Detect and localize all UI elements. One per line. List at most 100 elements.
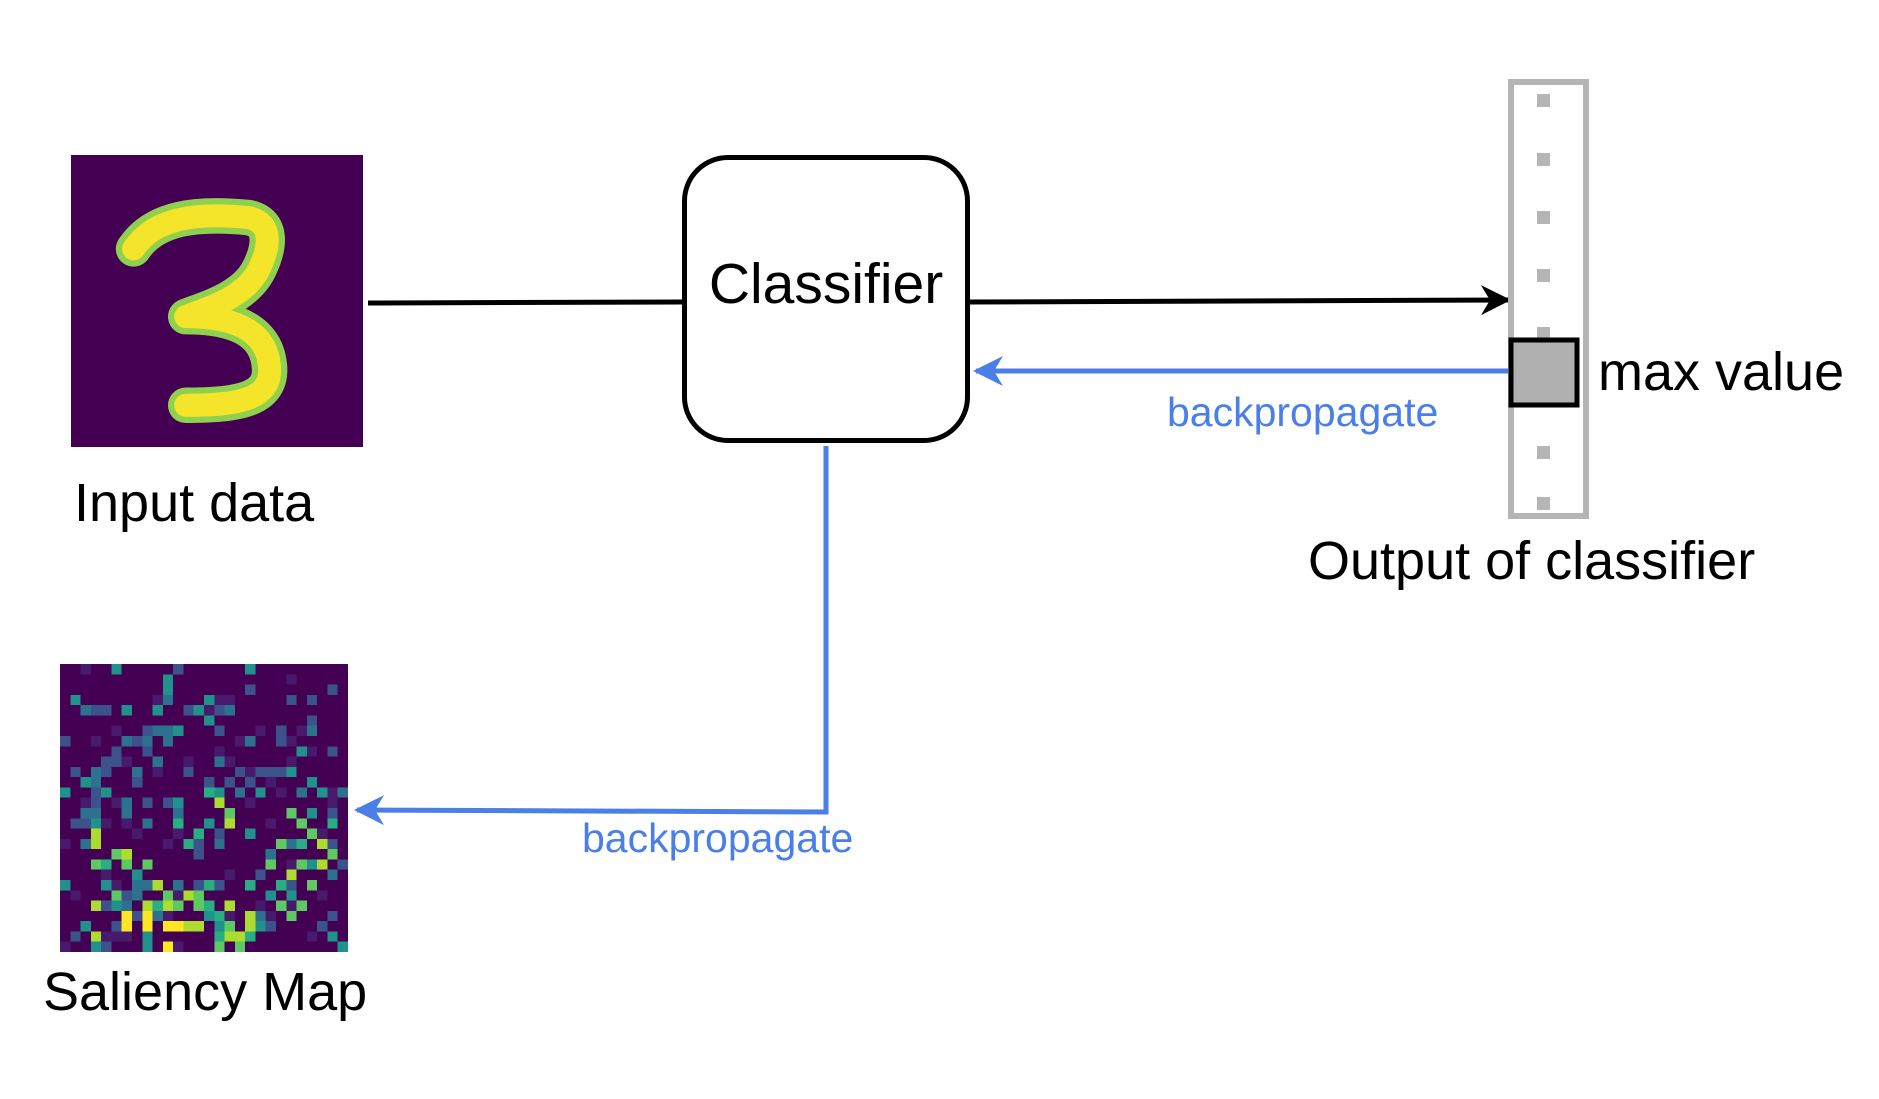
saliency-pixel — [121, 900, 132, 911]
saliency-pixel — [90, 828, 102, 839]
saliency-pixel — [265, 849, 276, 860]
backpropagate-label-bottom: backpropagate — [582, 815, 854, 861]
saliency-pixel — [132, 777, 143, 788]
saliency-pixel — [80, 797, 91, 808]
saliency-pixel — [162, 736, 174, 747]
saliency-pixel — [204, 715, 215, 726]
output-vector-dot — [1537, 269, 1550, 282]
max-value-cell — [1508, 337, 1580, 408]
saliency-pixel — [255, 725, 266, 736]
saliency-pixel — [224, 756, 235, 767]
saliency-pixel — [204, 694, 215, 706]
saliency-pixel — [173, 808, 184, 819]
saliency-pixel — [60, 787, 71, 798]
saliency-pixel — [90, 818, 102, 829]
saliency-pixel — [286, 736, 297, 747]
saliency-pixel — [121, 859, 132, 870]
saliency-pixel — [276, 838, 287, 850]
saliency-pixel — [214, 725, 225, 736]
saliency-pixel — [152, 756, 163, 767]
saliency-pixel — [296, 838, 307, 850]
classifier-to-output-arrow — [969, 285, 1511, 316]
input-digit-image — [71, 155, 363, 447]
saliency-pixel — [286, 694, 297, 706]
saliency-pixel — [276, 736, 287, 747]
saliency-pixel — [60, 736, 71, 747]
saliency-pixel — [193, 880, 204, 891]
saliency-pixel — [255, 900, 266, 911]
saliency-pixel — [337, 859, 348, 870]
saliency-pixel — [306, 859, 318, 870]
saliency-pixel — [90, 766, 102, 778]
saliency-pixel — [245, 684, 256, 695]
saliency-pixel — [111, 921, 122, 932]
saliency-pixel — [183, 756, 194, 767]
saliency-pixel — [80, 705, 91, 716]
saliency-pixel — [286, 900, 297, 911]
saliency-pixel — [80, 664, 91, 675]
saliency-pixel — [183, 921, 194, 932]
saliency-pixel — [286, 808, 297, 819]
backprop-arrow-to-saliency — [354, 446, 829, 826]
saliency-pixel — [265, 859, 276, 870]
saliency-pixel — [90, 900, 102, 911]
saliency-pixel — [286, 880, 297, 891]
saliency-pixel — [162, 838, 174, 850]
saliency-pixel — [286, 859, 297, 870]
saliency-pixel — [132, 736, 143, 747]
saliency-pixel — [337, 941, 348, 952]
saliency-pixel — [327, 797, 338, 808]
input-data-label: Input data — [74, 473, 315, 533]
saliency-pixel — [183, 766, 194, 778]
saliency-pixel — [327, 869, 338, 880]
saliency-pixel — [327, 838, 338, 850]
saliency-pixel — [162, 921, 174, 932]
saliency-pixel — [142, 880, 153, 891]
saliency-pixel — [286, 838, 297, 850]
saliency-pixel — [204, 705, 215, 716]
saliency-pixel — [173, 797, 184, 808]
saliency-pixel — [265, 890, 276, 901]
saliency-pixel — [121, 808, 132, 819]
saliency-pixel — [255, 787, 266, 798]
saliency-pixel — [132, 910, 143, 922]
saliency-pixel — [111, 797, 122, 808]
saliency-pixel — [317, 859, 328, 870]
saliency-pixel — [142, 931, 153, 942]
saliency-pixel — [162, 900, 174, 911]
saliency-pixel — [111, 931, 122, 942]
saliency-pixel — [255, 921, 266, 932]
saliency-pixel — [245, 910, 256, 922]
saliency-pixel — [224, 900, 235, 911]
saliency-pixel — [173, 880, 184, 891]
saliency-pixel — [337, 787, 348, 798]
output-of-classifier-label: Output of classifier — [1308, 531, 1756, 591]
saliency-pixel — [214, 756, 225, 767]
saliency-pixel — [245, 664, 256, 675]
saliency-pixel — [173, 725, 184, 736]
saliency-pixel — [276, 725, 287, 736]
saliency-pixel — [90, 859, 102, 870]
saliency-pixel — [90, 736, 102, 747]
saliency-pixel — [70, 766, 81, 778]
saliency-pixel — [152, 766, 163, 778]
saliency-pixel — [162, 674, 174, 685]
saliency-pixel — [204, 787, 215, 798]
saliency-pixel — [70, 890, 81, 901]
saliency-pixel — [327, 931, 338, 942]
saliency-pixel — [111, 900, 122, 911]
saliency-pixel — [101, 766, 112, 778]
saliency-pixel — [142, 900, 153, 911]
saliency-pixel — [214, 797, 225, 808]
saliency-pixel — [121, 910, 132, 922]
saliency-pixel — [121, 705, 132, 716]
saliency-pixel — [101, 787, 112, 798]
saliency-pixel — [80, 921, 91, 932]
saliency-pixel — [152, 725, 163, 736]
saliency-pixel — [101, 880, 112, 891]
saliency-pixel — [142, 941, 153, 952]
saliency-pixel — [101, 859, 112, 870]
saliency-pixel — [265, 766, 276, 778]
saliency-pixel — [306, 725, 318, 736]
